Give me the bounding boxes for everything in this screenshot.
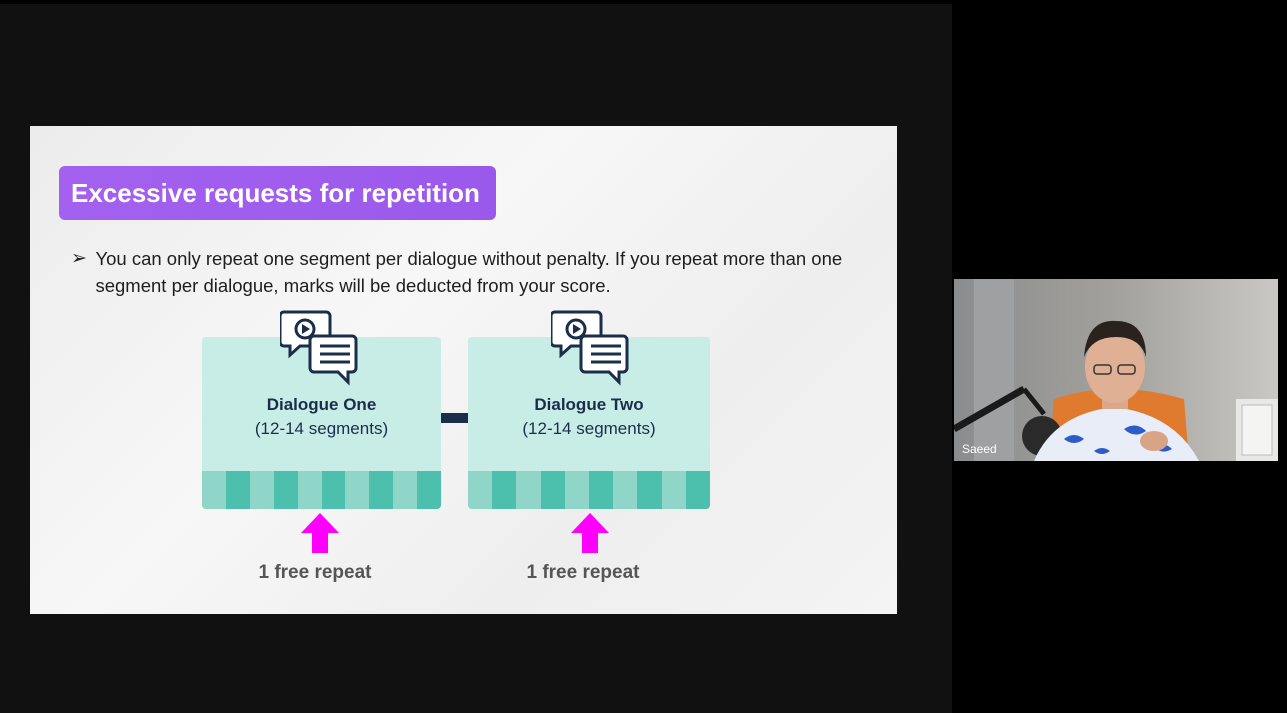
arrow-up-icon: [301, 513, 339, 553]
chat-play-icon: [551, 310, 629, 386]
dialogue-two-subtitle: (12-14 segments): [522, 419, 656, 438]
screen-share-area: Excessive requests for repetition ➢ You …: [0, 4, 952, 713]
bullet-arrow-icon: ➢: [71, 248, 87, 269]
bullet-text: You can only repeat one segment per dial…: [95, 248, 843, 296]
dialogue-two-segments: [468, 471, 710, 509]
chat-play-icon: [280, 310, 358, 386]
participant-name-label: Saeed: [962, 442, 997, 456]
dialogue-one-segments: [202, 471, 441, 509]
slide-title: Excessive requests for repetition: [71, 177, 480, 208]
repeat-label-two: 1 free repeat: [526, 562, 640, 583]
dialogue-two-title: Dialogue Two: [534, 395, 644, 414]
repeat-label-one: 1 free repeat: [258, 562, 372, 583]
presentation-slide: Excessive requests for repetition ➢ You …: [30, 126, 897, 614]
participant-video-frame: [954, 279, 1278, 461]
bullet-point: ➢ You can only repeat one segment per di…: [71, 245, 871, 299]
participant-video-tile[interactable]: Saeed: [954, 279, 1278, 461]
dialogue-one-subtitle: (12-14 segments): [254, 419, 389, 438]
slide-title-box: Excessive requests for repetition: [59, 166, 496, 220]
dialogue-one-title: Dialogue One: [266, 395, 377, 414]
arrow-up-icon: [571, 513, 609, 553]
dialogue-connector: [441, 413, 468, 423]
